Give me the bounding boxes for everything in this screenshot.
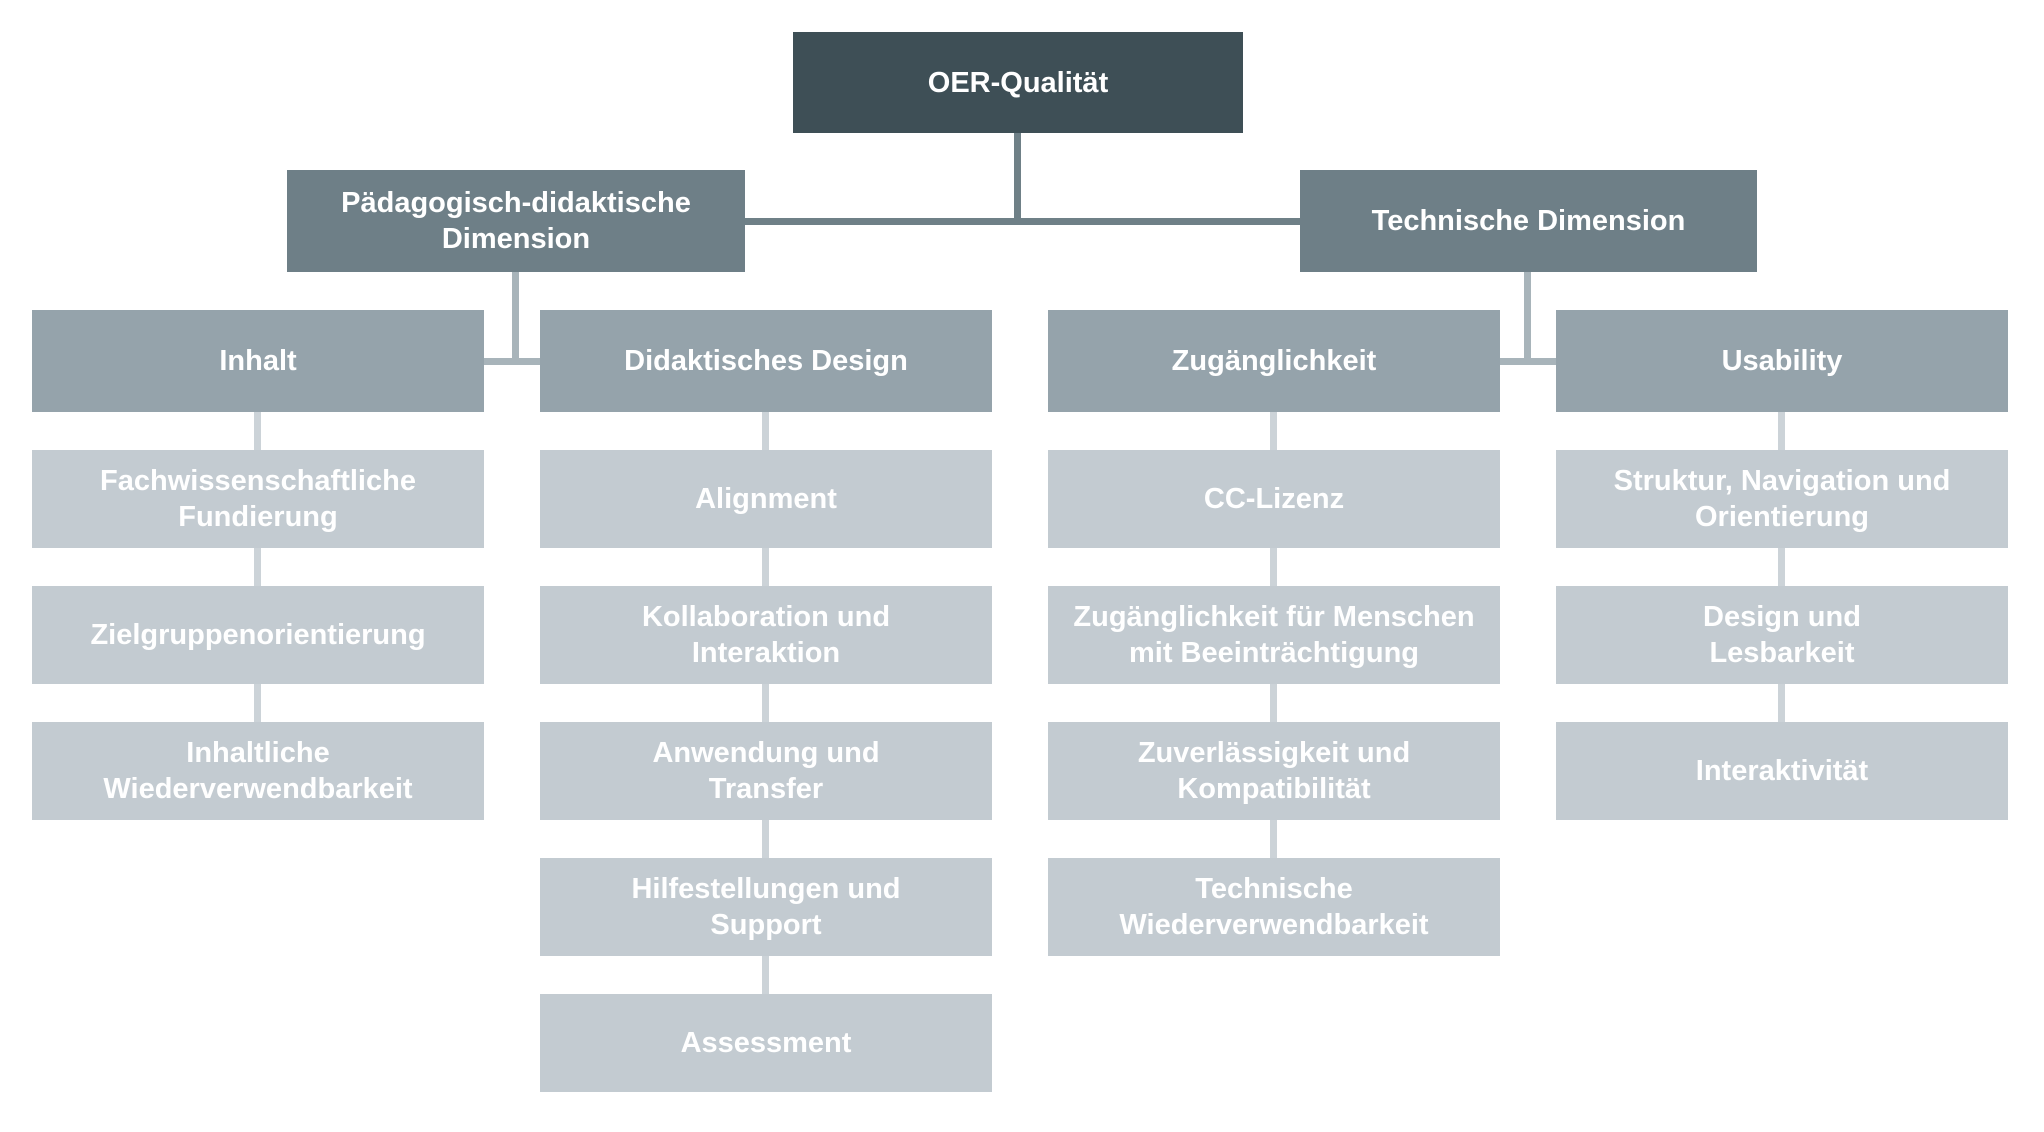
criterion-box-technische-wiederverwendbarkeit: Technische Wiederverwendbarkeit bbox=[1048, 858, 1500, 956]
criterion-box-zugaenglichkeit-fuer-menschen: Zugänglichkeit für Menschen mit Beeinträ… bbox=[1048, 586, 1500, 684]
connector-col4-gap3 bbox=[1778, 684, 1785, 722]
connector-col2-gap4 bbox=[762, 820, 769, 858]
criterion-box-fachwissenschaftliche-fundierung: Fachwissenschaftliche Fundierung bbox=[32, 450, 484, 548]
connector-dimensions-horizontal bbox=[745, 218, 1300, 225]
dimension-box-technisch: Technische Dimension bbox=[1300, 170, 1757, 272]
criterion-box-struktur-navigation-orientierung: Struktur, Navigation und Orientierung bbox=[1556, 450, 2008, 548]
criterion-box-anwendung-und-transfer: Anwendung und Transfer bbox=[540, 722, 992, 820]
root-box-oer-qualitaet: OER-Qualität bbox=[793, 32, 1243, 133]
connector-col2-gap5 bbox=[762, 956, 769, 994]
criterion-box-zuverlaessigkeit-und-kompatibilitaet: Zuverlässigkeit und Kompatibilität bbox=[1048, 722, 1500, 820]
dimension-box-paedagogisch-didaktisch: Pädagogisch-didaktische Dimension bbox=[287, 170, 745, 272]
category-box-zugaenglichkeit: Zugänglichkeit bbox=[1048, 310, 1500, 412]
connector-col3-gap1 bbox=[1270, 412, 1277, 450]
connector-col1-gap3 bbox=[254, 684, 261, 722]
criterion-box-alignment: Alignment bbox=[540, 450, 992, 548]
criterion-box-cc-lizenz: CC-Lizenz bbox=[1048, 450, 1500, 548]
category-box-didaktisches-design: Didaktisches Design bbox=[540, 310, 992, 412]
connector-root-drop bbox=[1014, 133, 1021, 225]
criterion-box-design-und-lesbarkeit: Design und Lesbarkeit bbox=[1556, 586, 2008, 684]
connector-col1-gap2 bbox=[254, 548, 261, 586]
connector-col1-gap1 bbox=[254, 412, 261, 450]
connector-dim-right-drop bbox=[1524, 272, 1531, 364]
connector-col3-gap2 bbox=[1270, 548, 1277, 586]
connector-dim-left-drop bbox=[512, 272, 519, 364]
connector-col4-gap2 bbox=[1778, 548, 1785, 586]
category-box-inhalt: Inhalt bbox=[32, 310, 484, 412]
criterion-box-inhaltliche-wiederverwendbarkeit: Inhaltliche Wiederverwendbarkeit bbox=[32, 722, 484, 820]
connector-col4-gap1 bbox=[1778, 412, 1785, 450]
criterion-box-hilfestellungen-und-support: Hilfestellungen und Support bbox=[540, 858, 992, 956]
criterion-box-interaktivitaet: Interaktivität bbox=[1556, 722, 2008, 820]
connector-col2-gap2 bbox=[762, 548, 769, 586]
connector-categories-left-horizontal bbox=[484, 358, 540, 365]
connector-col3-gap4 bbox=[1270, 820, 1277, 858]
criterion-box-assessment: Assessment bbox=[540, 994, 992, 1092]
criterion-box-kollaboration-und-interaktion: Kollaboration und Interaktion bbox=[540, 586, 992, 684]
connector-col2-gap3 bbox=[762, 684, 769, 722]
category-box-usability: Usability bbox=[1556, 310, 2008, 412]
connector-col3-gap3 bbox=[1270, 684, 1277, 722]
connector-col2-gap1 bbox=[762, 412, 769, 450]
connector-categories-right-horizontal bbox=[1500, 358, 1556, 365]
criterion-box-zielgruppenorientierung: Zielgruppenorientierung bbox=[32, 586, 484, 684]
